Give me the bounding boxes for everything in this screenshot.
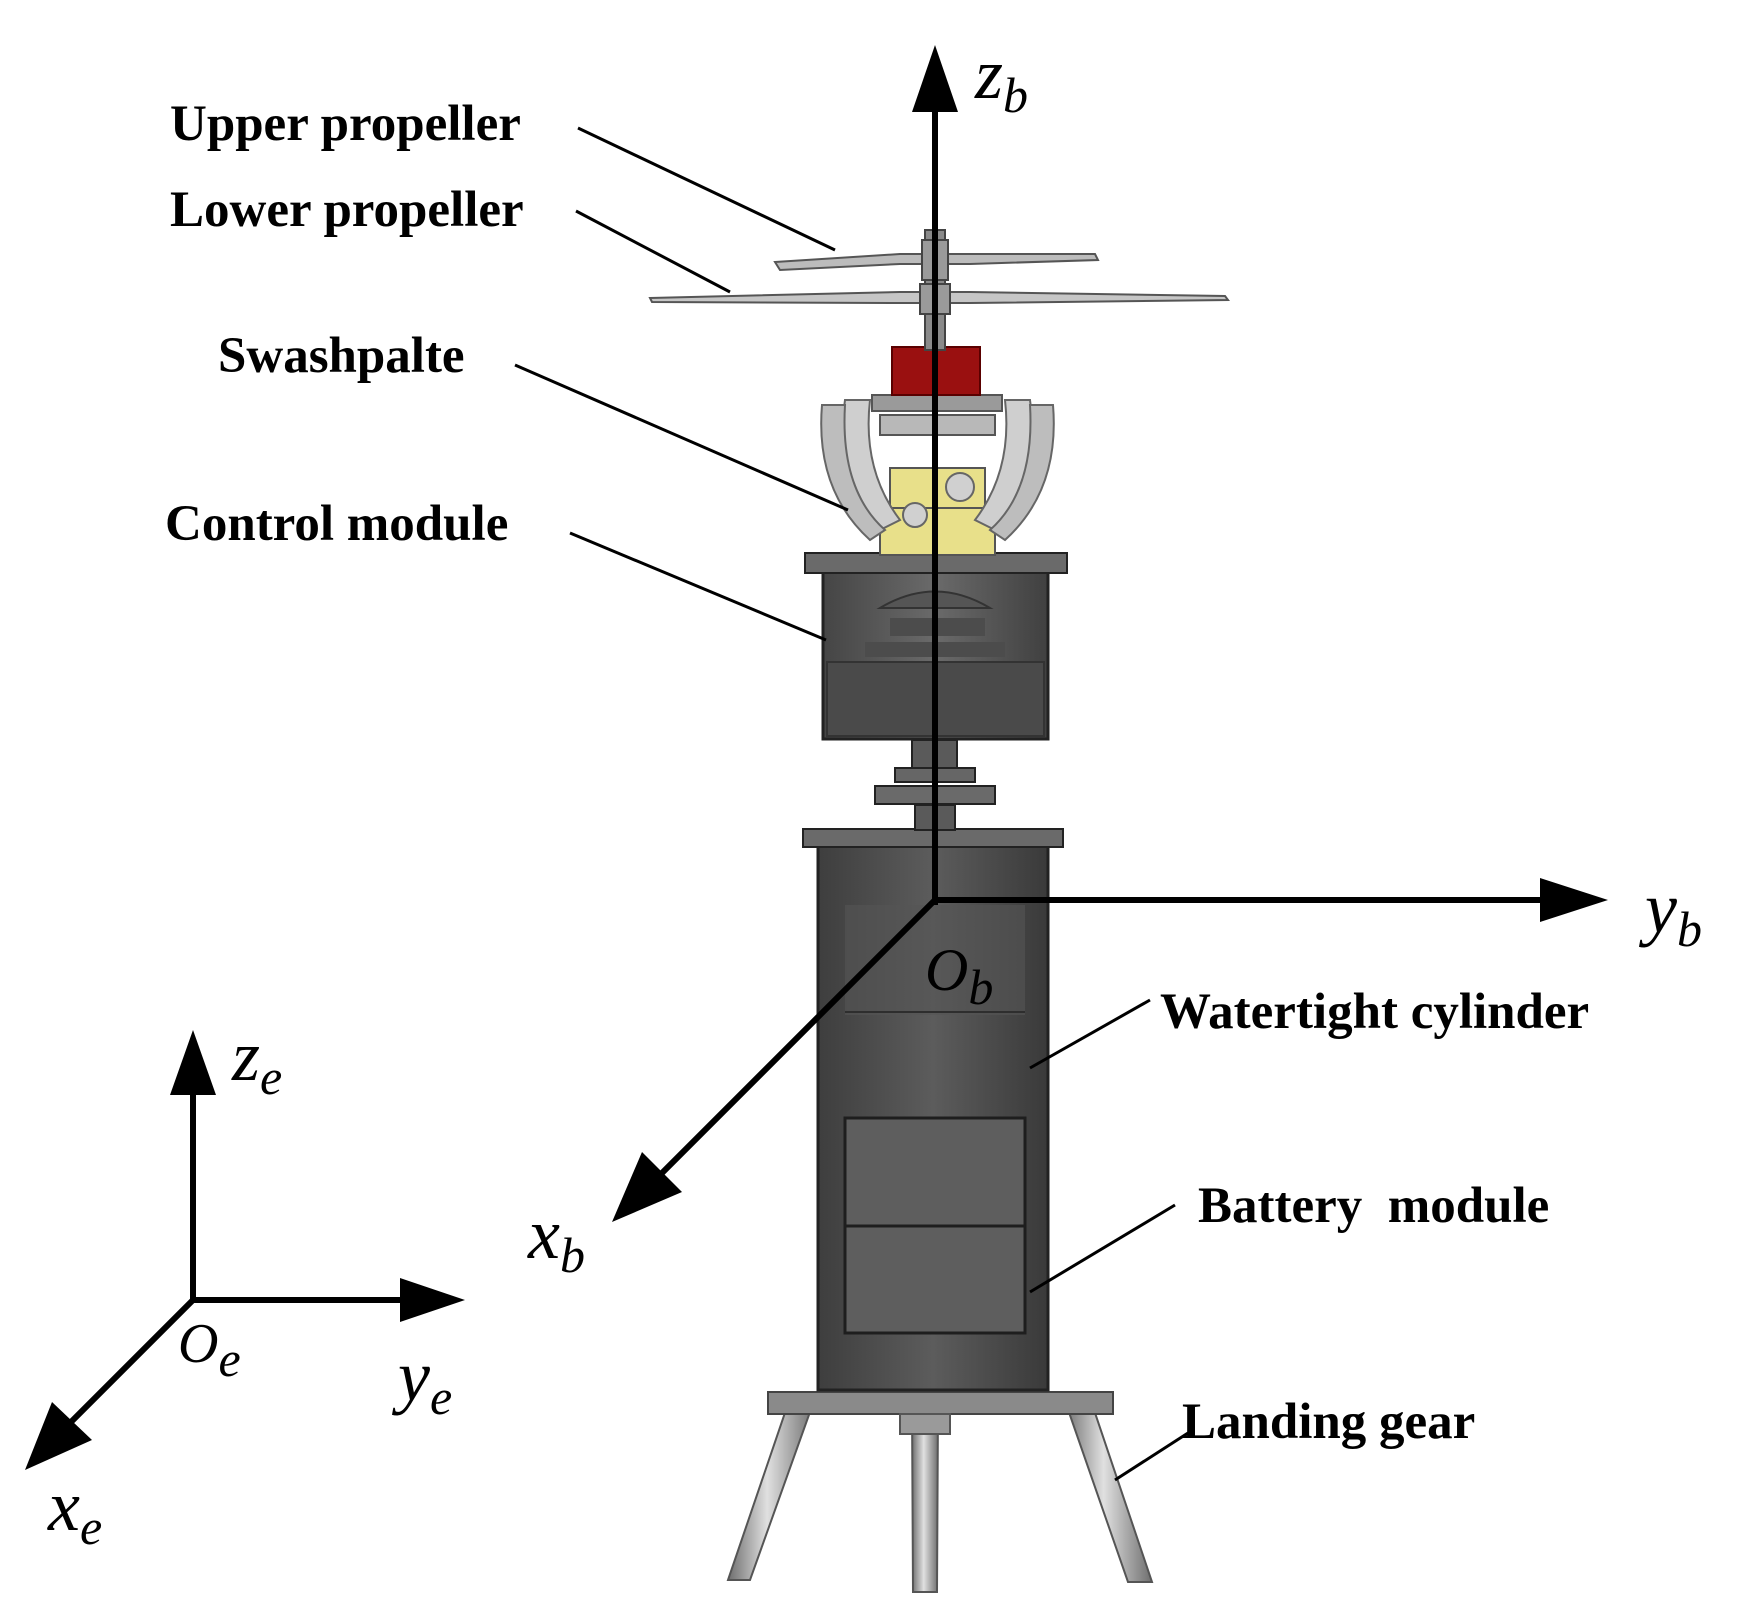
earth-y-arrow-icon: [400, 1278, 465, 1322]
leader-control-module: [569, 531, 827, 642]
earth-x-axis-line: [57, 1297, 196, 1436]
leader-landing-gear: [1114, 1431, 1189, 1482]
component-labels: Upper propeller Lower propeller Swashpal…: [165, 96, 1589, 1450]
body-x-arrow-icon: [612, 1152, 682, 1222]
body-frame-axes: zb yb xb Ob: [527, 34, 1702, 1283]
body-x-axis-line: [647, 897, 938, 1188]
label-watertight-cylinder: Watertight cylinder: [1160, 984, 1589, 1040]
body-y-label: yb: [1638, 868, 1702, 957]
body-z-label: zb: [974, 34, 1028, 123]
label-landing-gear: Landing gear: [1182, 1394, 1475, 1450]
label-control-module: Control module: [165, 496, 508, 552]
body-z-arrow-icon: [912, 45, 958, 112]
earth-x-arrow-icon: [25, 1402, 92, 1470]
leader-lines: [514, 126, 1189, 1482]
body-origin-label: Ob: [925, 937, 993, 1015]
leader-swashplate: [514, 363, 849, 512]
leader-upper-propeller: [577, 126, 836, 252]
earth-origin-label: Oe: [178, 1313, 241, 1387]
earth-y-label: ye: [391, 1336, 452, 1425]
label-battery-module: Battery module: [1198, 1178, 1549, 1234]
lower-propeller: [648, 283, 1230, 315]
earth-frame-axes: ze ye xe Oe: [25, 1016, 465, 1555]
battery-module: [843, 1116, 1027, 1335]
earth-z-label: ze: [231, 1016, 282, 1105]
earth-z-arrow-icon: [170, 1030, 216, 1095]
label-swashplate: Swashpalte: [218, 328, 465, 384]
leader-lower-propeller: [575, 209, 731, 294]
leader-watertight-cylinder: [1029, 998, 1151, 1070]
landing-gear: [726, 1391, 1154, 1593]
label-upper-propeller: Upper propeller: [170, 96, 521, 152]
leader-battery-module: [1029, 1203, 1176, 1294]
earth-x-label: xe: [47, 1466, 102, 1555]
label-lower-propeller: Lower propeller: [170, 182, 524, 238]
vehicle-illustration: [648, 229, 1230, 1593]
body-x-label: xb: [527, 1194, 585, 1283]
body-y-arrow-icon: [1540, 878, 1608, 922]
